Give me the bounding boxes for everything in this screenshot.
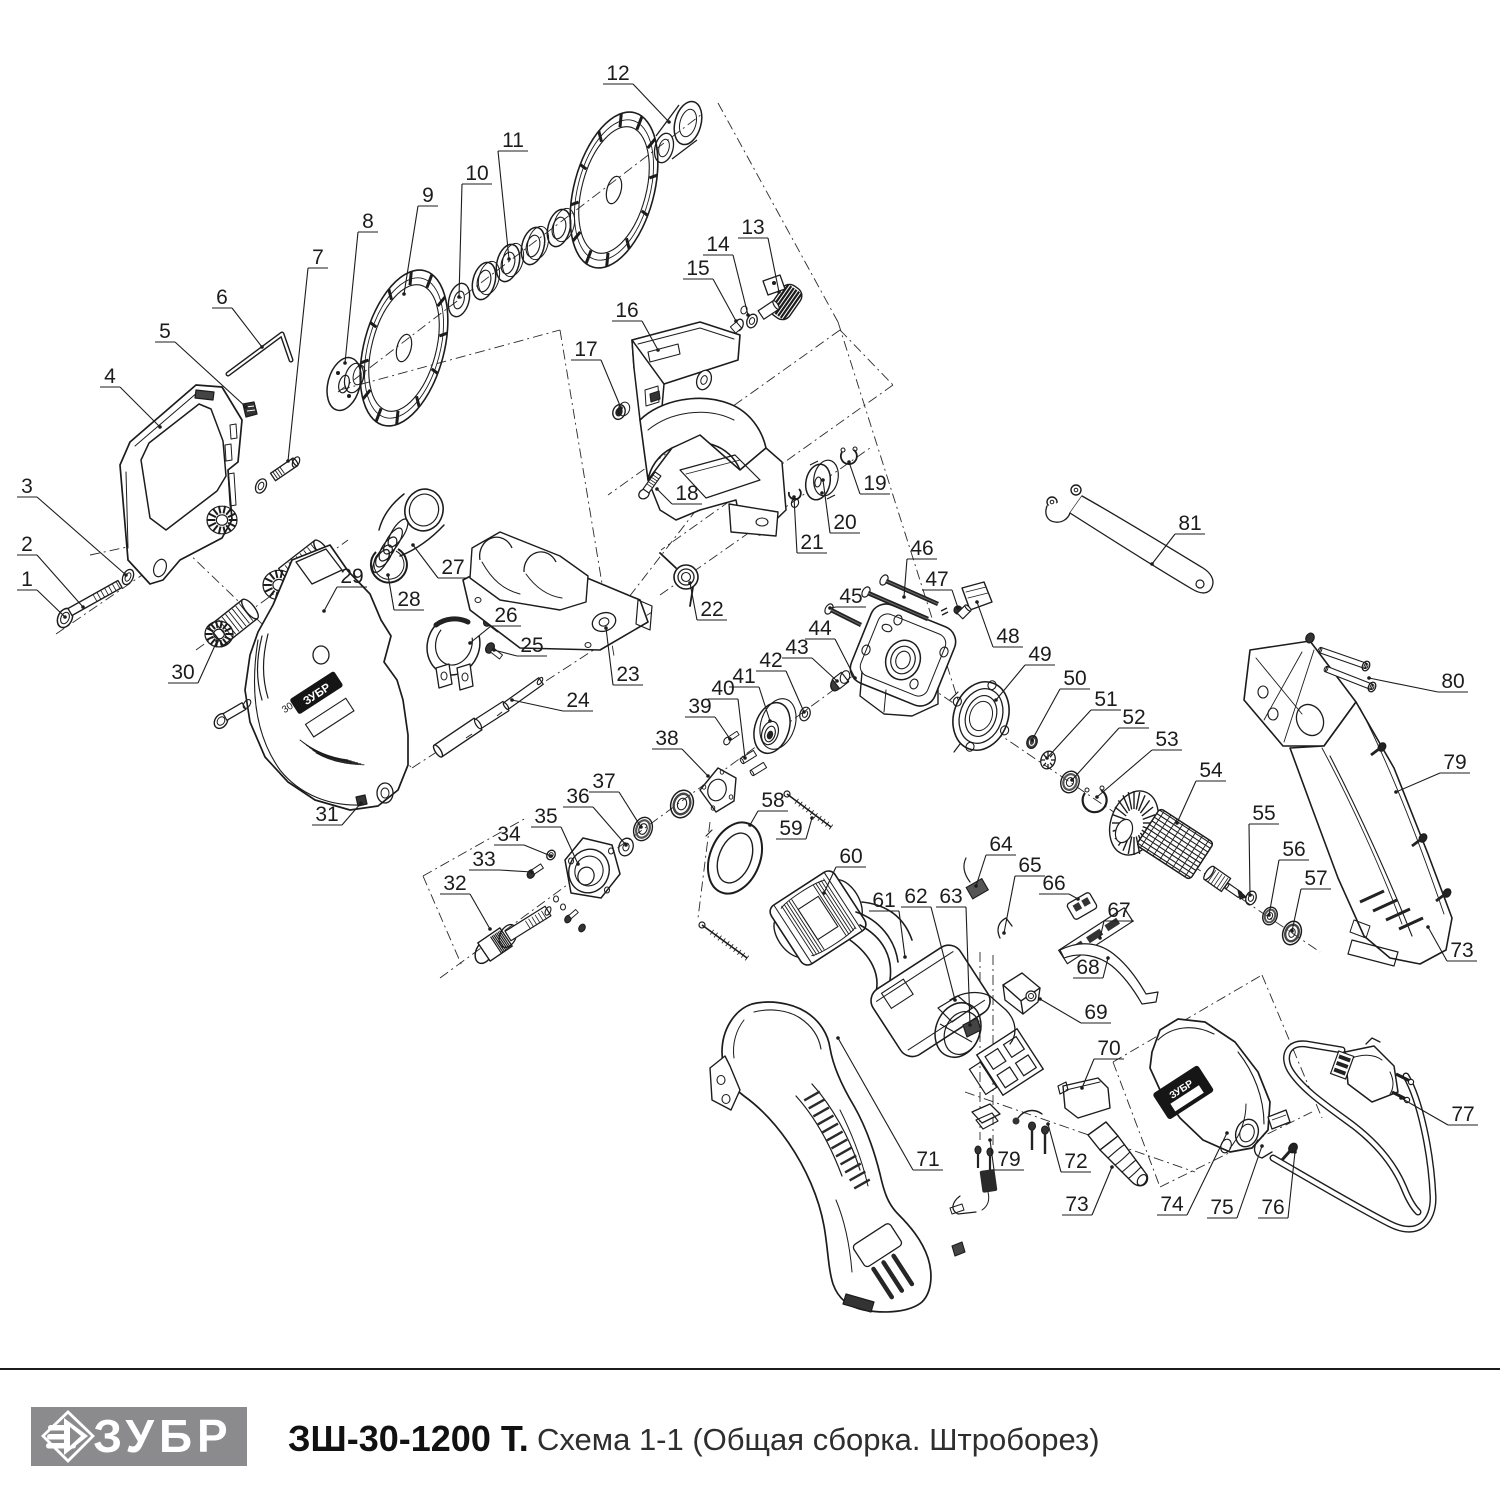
svg-text:12: 12 (606, 62, 629, 85)
svg-text:7: 7 (312, 246, 324, 269)
svg-text:69: 69 (1084, 1001, 1107, 1024)
svg-text:20: 20 (833, 511, 856, 534)
svg-text:73: 73 (1450, 939, 1473, 962)
svg-text:22: 22 (700, 598, 723, 621)
svg-text:3: 3 (21, 475, 33, 498)
svg-text:10: 10 (465, 162, 488, 185)
svg-text:11: 11 (502, 129, 524, 152)
svg-text:74: 74 (1160, 1193, 1184, 1216)
svg-text:76: 76 (1261, 1196, 1284, 1219)
svg-text:32: 32 (443, 872, 466, 895)
svg-text:13: 13 (741, 216, 764, 239)
svg-text:50: 50 (1063, 667, 1086, 690)
svg-text:48: 48 (996, 625, 1019, 648)
svg-text:30: 30 (171, 661, 194, 684)
svg-text:28: 28 (397, 588, 420, 611)
svg-text:47: 47 (925, 568, 948, 591)
svg-text:59: 59 (779, 817, 802, 840)
svg-text:64: 64 (989, 833, 1013, 856)
svg-text:58: 58 (761, 789, 784, 812)
svg-text:16: 16 (615, 299, 638, 322)
svg-text:2: 2 (21, 533, 33, 556)
svg-text:73: 73 (1065, 1193, 1088, 1216)
svg-text:60: 60 (839, 845, 862, 868)
svg-text:57: 57 (1304, 867, 1327, 890)
svg-text:46: 46 (910, 537, 933, 560)
svg-text:63: 63 (939, 885, 962, 908)
svg-text:49: 49 (1028, 643, 1051, 666)
svg-text:35: 35 (534, 805, 557, 828)
svg-text:62: 62 (904, 885, 927, 908)
svg-text:15: 15 (686, 257, 709, 280)
svg-text:79: 79 (1443, 751, 1466, 774)
svg-text:ЗУБР: ЗУБР (93, 1410, 232, 1462)
svg-text:79: 79 (997, 1148, 1020, 1171)
svg-text:80: 80 (1441, 670, 1464, 693)
svg-text:14: 14 (706, 233, 730, 256)
svg-text:31: 31 (315, 803, 338, 826)
svg-text:1: 1 (21, 568, 33, 591)
svg-text:52: 52 (1122, 706, 1145, 729)
svg-text:56: 56 (1282, 838, 1305, 861)
svg-text:17: 17 (574, 338, 597, 361)
svg-text:4: 4 (104, 365, 116, 388)
svg-text:54: 54 (1199, 759, 1223, 782)
svg-text:39: 39 (688, 695, 711, 718)
svg-text:33: 33 (472, 848, 495, 871)
svg-text:34: 34 (497, 823, 521, 846)
svg-text:75: 75 (1210, 1196, 1233, 1219)
svg-text:77: 77 (1451, 1103, 1474, 1126)
svg-text:9: 9 (422, 184, 434, 207)
svg-text:44: 44 (808, 617, 832, 640)
svg-text:65: 65 (1018, 854, 1041, 877)
svg-text:19: 19 (863, 472, 886, 495)
svg-text:37: 37 (592, 770, 615, 793)
svg-text:23: 23 (616, 663, 639, 686)
svg-text:42: 42 (759, 649, 782, 672)
svg-text:68: 68 (1076, 956, 1099, 979)
svg-text:5: 5 (159, 320, 171, 343)
svg-text:61: 61 (872, 889, 895, 912)
svg-text:66: 66 (1042, 872, 1065, 895)
svg-text:26: 26 (494, 604, 517, 627)
svg-text:51: 51 (1094, 688, 1117, 711)
svg-text:36: 36 (566, 785, 589, 808)
svg-text:40: 40 (711, 677, 734, 700)
svg-text:41: 41 (732, 665, 755, 688)
svg-text:ЗШ-30-1200 Т.: ЗШ-30-1200 Т. (288, 1418, 529, 1459)
svg-text:45: 45 (839, 585, 862, 608)
svg-text:25: 25 (520, 634, 543, 657)
svg-text:53: 53 (1155, 728, 1178, 751)
svg-text:21: 21 (800, 531, 823, 554)
svg-text:24: 24 (566, 689, 590, 712)
svg-text:81: 81 (1178, 512, 1201, 535)
svg-text:18: 18 (675, 482, 698, 505)
svg-text:Схема 1-1 (Общая сборка. Штроб: Схема 1-1 (Общая сборка. Штроборез) (537, 1422, 1100, 1457)
svg-text:55: 55 (1252, 802, 1275, 825)
svg-text:71: 71 (916, 1148, 939, 1171)
svg-text:8: 8 (362, 210, 374, 233)
svg-text:29: 29 (340, 565, 363, 588)
svg-text:43: 43 (785, 636, 808, 659)
svg-text:38: 38 (655, 727, 678, 750)
svg-text:70: 70 (1097, 1037, 1120, 1060)
svg-text:72: 72 (1064, 1150, 1087, 1173)
svg-text:6: 6 (216, 286, 228, 309)
svg-text:67: 67 (1107, 899, 1130, 922)
svg-text:27: 27 (441, 556, 464, 579)
